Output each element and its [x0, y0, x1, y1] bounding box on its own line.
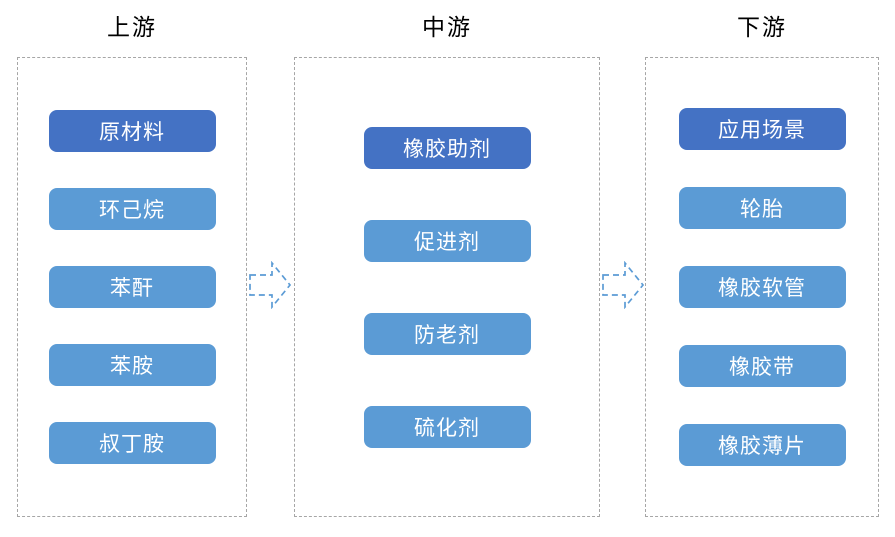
- chain-header-box: 原材料: [48, 110, 216, 152]
- chain-item-box: 橡胶薄片: [678, 424, 846, 466]
- midstream-panel: 橡胶助剂 促进剂 防老剂 硫化剂: [294, 57, 600, 517]
- column-title-midstream: 中游: [422, 14, 472, 40]
- chain-item-box: 橡胶软管: [678, 266, 846, 308]
- chain-item-box: 硫化剂: [363, 405, 531, 448]
- chain-item-box: 轮胎: [678, 187, 846, 229]
- chain-item-box: 促进剂: [363, 219, 531, 262]
- column-title-downstream: 下游: [737, 14, 787, 40]
- chain-item-box: 橡胶带: [678, 345, 846, 387]
- dashed-right-arrow-icon: [602, 261, 644, 309]
- chain-item-box: 苯胺: [48, 344, 216, 386]
- chain-header-box: 应用场景: [678, 108, 846, 150]
- chain-item-box: 苯酐: [48, 266, 216, 308]
- chain-item-box: 叔丁胺: [48, 422, 216, 464]
- dashed-right-arrow-icon: [249, 261, 291, 309]
- chain-item-box: 防老剂: [363, 312, 531, 355]
- chain-item-box: 环己烷: [48, 188, 216, 230]
- upstream-panel: 原材料 环己烷 苯酐 苯胺 叔丁胺: [17, 57, 247, 517]
- column-title-upstream: 上游: [107, 14, 157, 40]
- chain-header-box: 橡胶助剂: [363, 126, 531, 169]
- downstream-panel: 应用场景 轮胎 橡胶软管 橡胶带 橡胶薄片: [645, 57, 879, 517]
